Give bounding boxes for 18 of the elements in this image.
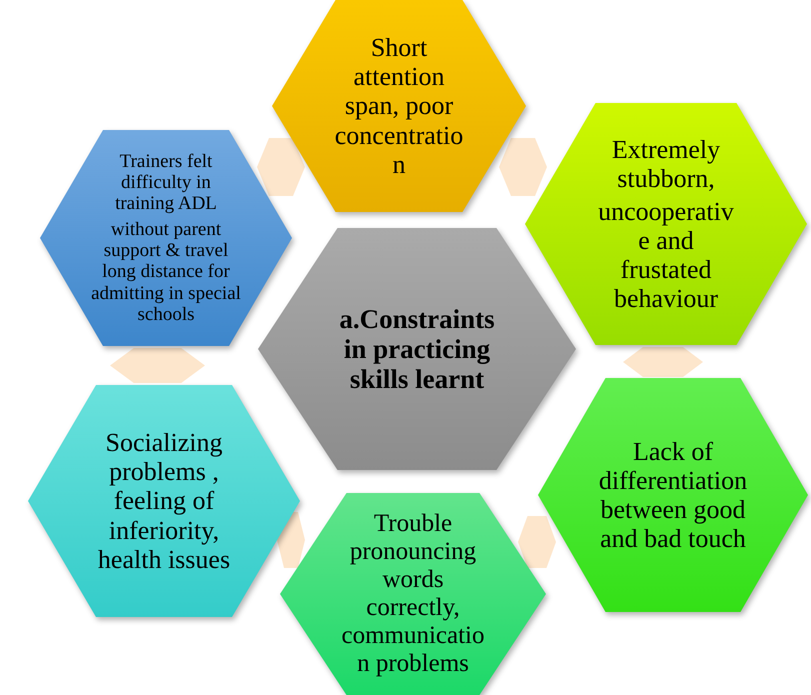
hexagon-text: Socializing problems , feeling of inferiority, health issues [96, 428, 232, 574]
center-title: a.Constraints in practicing skills learnt [338, 304, 496, 394]
outer-hexagon [28, 385, 300, 617]
spacer-hexagon [257, 138, 305, 196]
center-hexagon [258, 228, 576, 470]
spacer-hexagon [110, 348, 205, 383]
hexagon-text: Trouble pronouncing words correctly, communicatio n problems [340, 510, 486, 678]
outer-hexagon [538, 378, 808, 612]
outer-hexagon [272, 0, 526, 212]
hexagon-text: Lack of differentiation between good and bad touch [598, 436, 748, 554]
hexagon-text: without parent support & travel long distance for admitting in special schools [91, 218, 241, 326]
hexagon-text: Short attention span, poor concentratio n [334, 33, 464, 179]
outer-hexagon [280, 493, 546, 695]
outer-hexagon [40, 130, 292, 346]
spacer-hexagon [499, 138, 547, 196]
hexagon-text: uncooperativ e and frustated behaviour [597, 196, 735, 314]
spacer-hexagon [518, 516, 556, 568]
outer-hexagon [525, 103, 807, 345]
